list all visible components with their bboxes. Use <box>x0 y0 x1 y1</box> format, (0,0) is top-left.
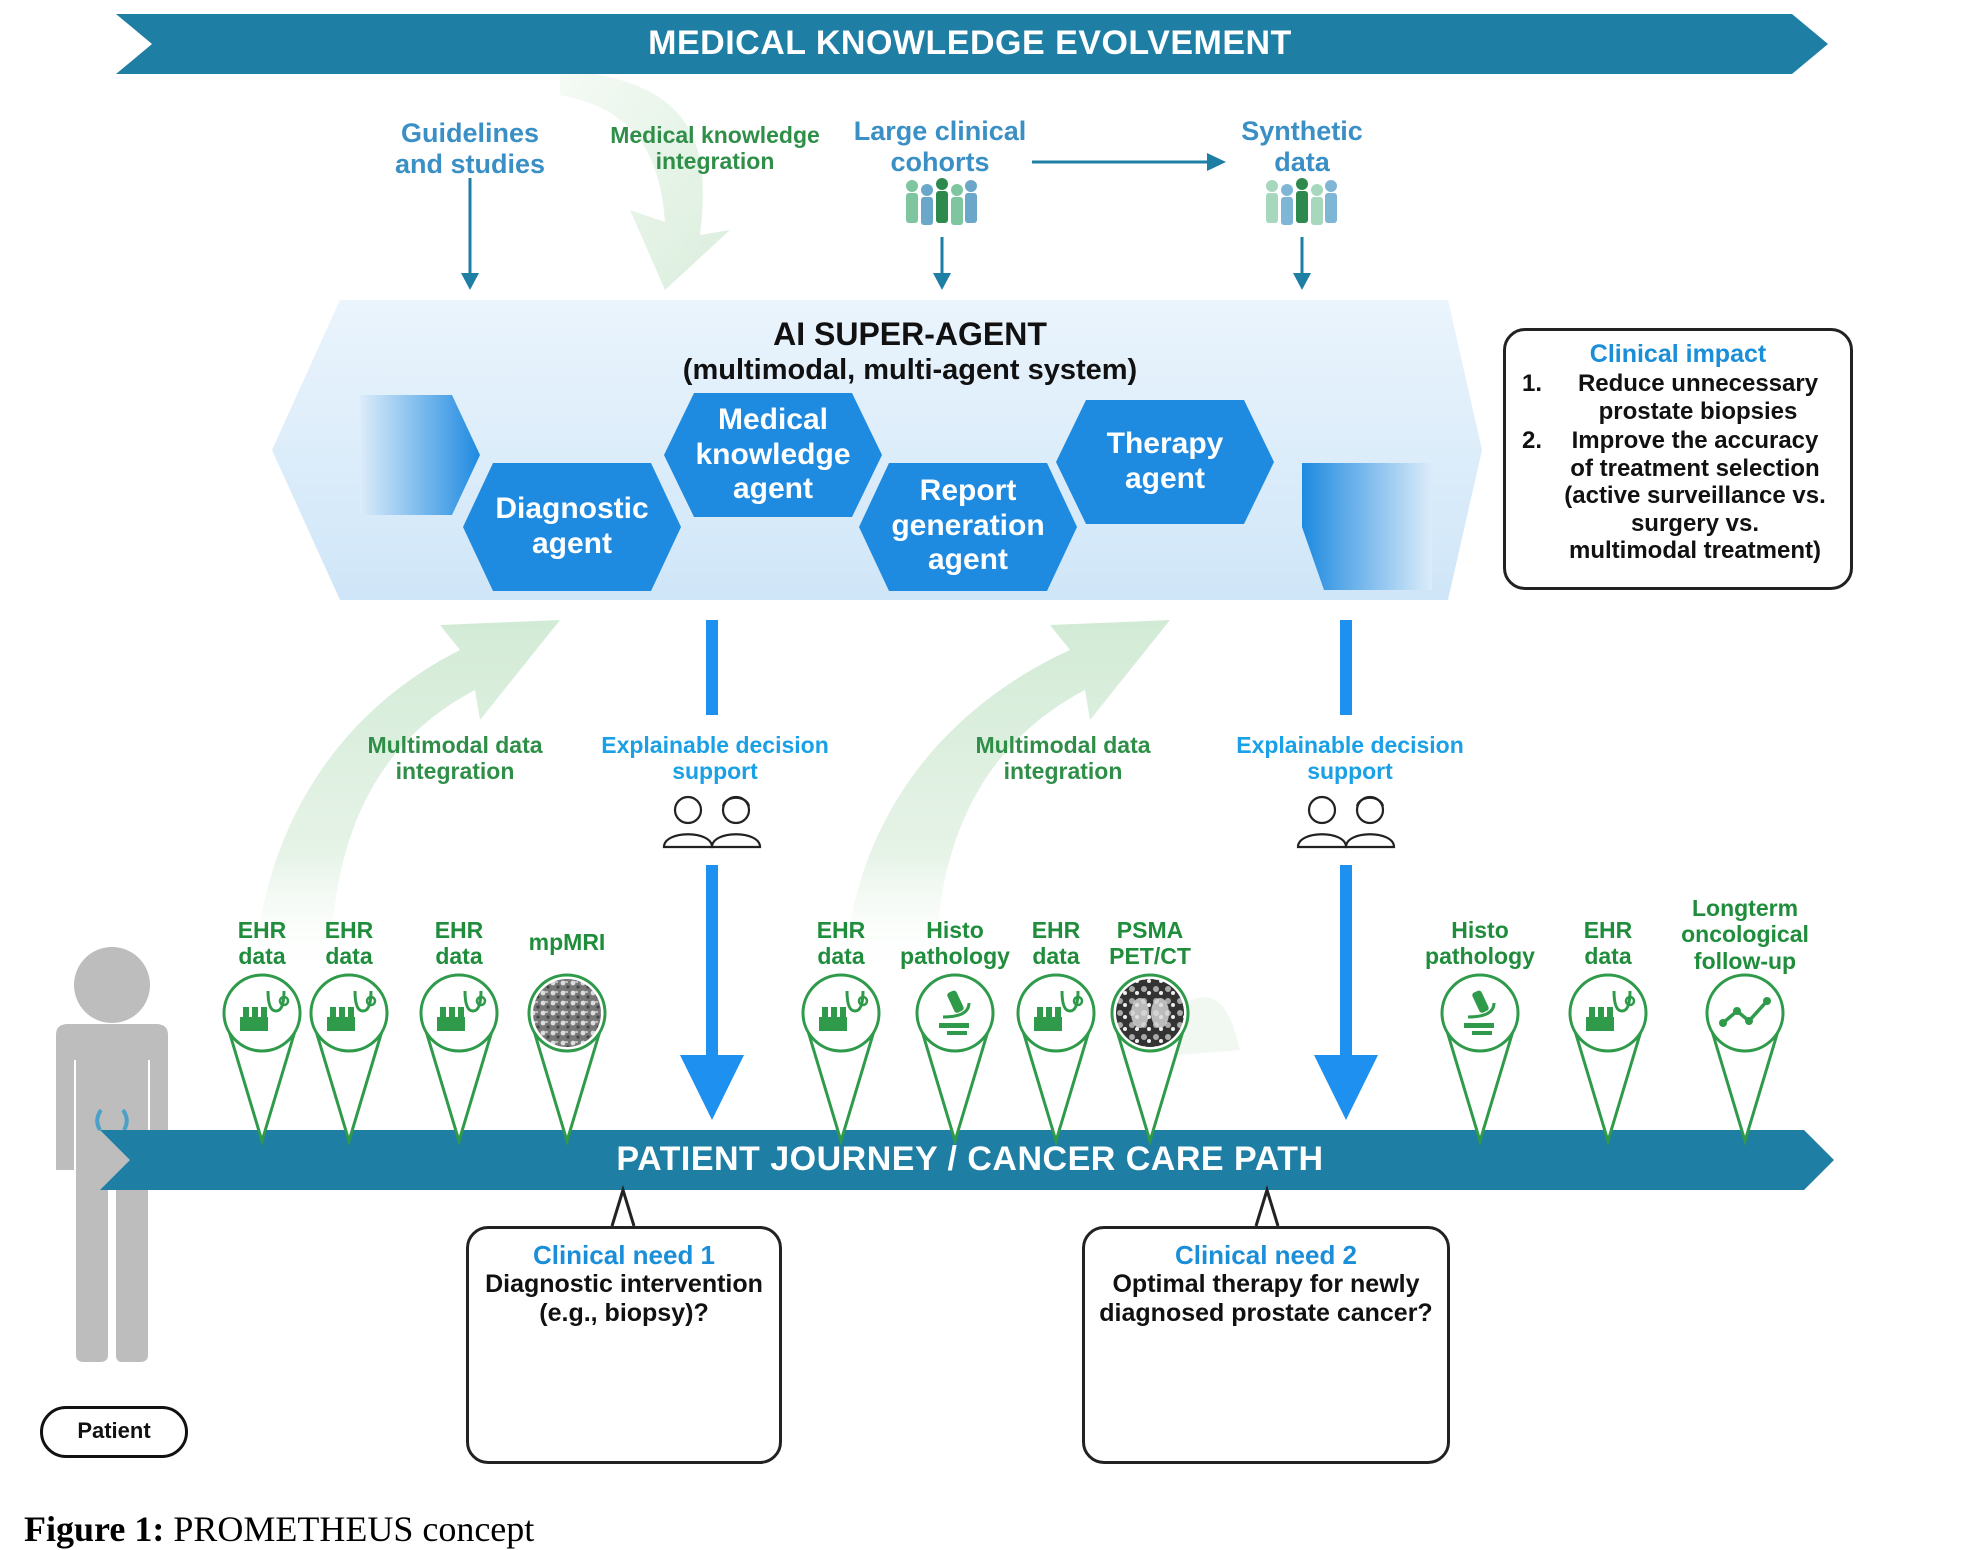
clinical-impact-box <box>1503 328 1853 590</box>
impact-item2-text: Improve the accuracy of treatment select… <box>1564 427 1826 565</box>
synthetic-people-icon <box>1266 178 1337 225</box>
clinical-need-1-box <box>466 1226 782 1464</box>
pin-petct-image-icon <box>1110 973 1190 1147</box>
microscope-icon <box>1464 990 1496 1035</box>
ehr-icon <box>1586 990 1636 1031</box>
diagnostic-agent-label: Diagnostic agent <box>495 492 649 560</box>
therapy-agent-hex <box>1056 400 1274 524</box>
clinical-need-2-text: Optimal therapy for newly diagnosed pros… <box>1099 1270 1433 1327</box>
explainable-label-1: Explainable decision support <box>601 732 829 785</box>
source-label-ehr-3: EHR data <box>434 917 484 970</box>
patient-journey-banner <box>100 1130 1834 1190</box>
patient-figure <box>56 947 168 1362</box>
knowledge-agent-hex <box>664 393 882 517</box>
pin-microscope-icon <box>1440 973 1520 1147</box>
pin-microscope-icon <box>915 973 995 1147</box>
knowledge-evolvement-title: MEDICAL KNOWLEDGE EVOLVEMENT <box>648 24 1292 62</box>
super-agent-subtitle: (multimodal, multi-agent system) <box>682 354 1138 386</box>
need1-pointer <box>610 1184 636 1227</box>
ehr-icon <box>819 990 869 1031</box>
source-label-followup: Longterm oncological follow-up <box>1681 895 1809 974</box>
agent-edge-right <box>1302 463 1432 590</box>
source-label-ehr-5: EHR data <box>1031 917 1081 970</box>
report-agent-label: Report generation agent <box>891 474 1045 576</box>
knowledge-evolvement-banner <box>116 14 1828 74</box>
impact-item2-num: 2. <box>1522 427 1543 454</box>
decision-arrow-2 <box>1314 620 1378 1120</box>
cohort-people-icon <box>906 178 977 225</box>
microscope-icon <box>939 990 971 1035</box>
agent-edge-left <box>360 395 480 515</box>
source-label-ehr-6: EHR data <box>1583 917 1633 970</box>
pin-ehr-icon <box>222 973 302 1147</box>
knowledge-integration-sweep <box>560 70 730 290</box>
pin-ehr-icon <box>1568 973 1648 1147</box>
trend-line-icon <box>1719 997 1771 1027</box>
mri-image-icon <box>533 979 601 1047</box>
explainable-label-2: Explainable decision support <box>1236 732 1464 785</box>
patient-badge <box>40 1406 188 1458</box>
ehr-icon <box>437 990 487 1031</box>
need2-pointer <box>1254 1184 1280 1227</box>
source-label-ehr-4: EHR data <box>816 917 866 970</box>
diagnostic-agent-hex <box>463 463 681 591</box>
report-agent-hex <box>859 463 1077 591</box>
ehr-icon <box>327 990 377 1031</box>
knowledge-integration-label: Medical knowledge integration <box>610 122 820 175</box>
pin-ehr-icon <box>419 973 499 1147</box>
source-label-mpmri: mpMRI <box>528 929 606 955</box>
source-label-histo-1: Histo pathology <box>900 917 1010 970</box>
impact-item1-text: Reduce unnecessary prostate biopsies <box>1577 370 1819 425</box>
clinician-icon-1 <box>662 795 762 849</box>
clinical-need-1-title: Clinical need 1 <box>532 1240 716 1270</box>
ehr-icon <box>1034 990 1084 1031</box>
multimodal-label-2: Multimodal data integration <box>975 732 1151 785</box>
pin-mri-image-icon <box>527 973 607 1147</box>
figure-caption: Figure 1: PROMETHEUS concept <box>24 1508 534 1550</box>
clinical-impact-title: Clinical impact <box>1589 340 1767 368</box>
decision-arrow-1 <box>680 620 744 1120</box>
therapy-agent-label: Therapy agent <box>1106 427 1224 495</box>
cohorts-label: Large clinical cohorts <box>853 116 1027 178</box>
petct-image-icon <box>1116 979 1184 1047</box>
source-label-ehr-1: EHR data <box>237 917 287 970</box>
patient-journey-title: PATIENT JOURNEY / CANCER CARE PATH <box>616 1140 1324 1178</box>
guidelines-label: Guidelines and studies <box>394 118 546 180</box>
multimodal-sweep-1 <box>255 620 560 980</box>
clinician-icon-2 <box>1296 795 1396 849</box>
super-agent-title: AI SUPER-AGENT <box>773 316 1047 352</box>
impact-item1-num: 1. <box>1522 370 1543 397</box>
source-label-histo-2: Histo pathology <box>1425 917 1535 970</box>
pin-ehr-icon <box>309 973 389 1147</box>
clinical-need-1-text: Diagnostic intervention (e.g., biopsy)? <box>485 1270 763 1327</box>
knowledge-agent-label: Medical knowledge agent <box>695 403 851 505</box>
patient-label: Patient <box>77 1418 151 1443</box>
source-label-psma: PSMA PET/CT <box>1109 917 1191 970</box>
pin-ehr-icon <box>801 973 881 1147</box>
clinical-need-2-title: Clinical need 2 <box>1174 1240 1358 1270</box>
multimodal-label-1: Multimodal data integration <box>367 732 543 785</box>
data-source-pins <box>222 973 1785 1147</box>
pin-ehr-icon <box>1016 973 1096 1147</box>
source-label-ehr-2: EHR data <box>324 917 374 970</box>
clinical-need-2-box <box>1082 1226 1450 1464</box>
caption-prefix: Figure 1: <box>24 1509 165 1549</box>
pin-trend-line-icon <box>1705 973 1785 1147</box>
synthetic-label: Synthetic data <box>1241 116 1363 178</box>
caption-text: PROMETHEUS concept <box>164 1509 535 1549</box>
input-arrows <box>461 153 1311 290</box>
ehr-icon <box>240 990 290 1031</box>
